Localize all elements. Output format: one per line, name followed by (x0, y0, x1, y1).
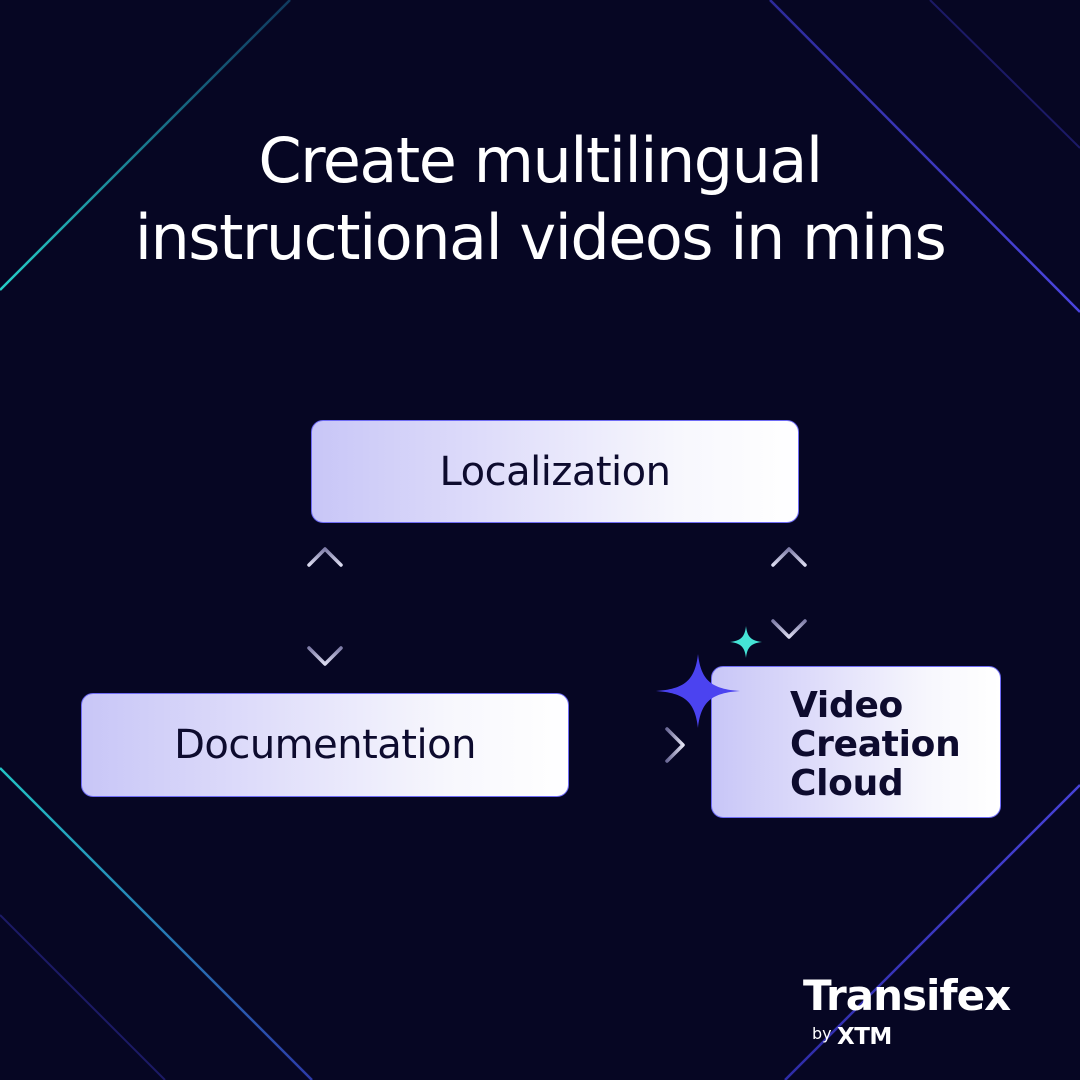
indigo-diagonal-line (784, 784, 1080, 1080)
logo-xtm-wordmark: XTM (837, 1024, 892, 1050)
video-creation-cloud-label-line-3: Cloud (790, 763, 904, 804)
small-sparkle-icon (730, 626, 762, 658)
headline-line-1: Create multilingual (258, 124, 823, 197)
faint-diagonal-line (0, 914, 166, 1080)
headline: Create multilingual instructional videos… (40, 122, 1040, 276)
indigo-diagonal-line (769, 0, 1080, 313)
double-arrow-icon (307, 547, 343, 666)
video-creation-cloud-label-line-1: Video (790, 685, 903, 726)
headline-line-2: instructional videos in mins (134, 201, 947, 274)
logo-by-text: by (812, 1024, 832, 1043)
faint-diagonal-line (929, 0, 1080, 149)
localization-node: Localization (311, 420, 799, 523)
right-arrow-icon (595, 727, 685, 763)
teal-diagonal-line (0, 767, 313, 1080)
localization-label: Localization (439, 448, 671, 495)
documentation-label: Documentation (174, 722, 476, 768)
double-arrow-icon (771, 547, 807, 639)
logo-wordmark: Transifex (803, 971, 1011, 1020)
sparkle-icon (656, 654, 740, 728)
teal-diagonal-line (0, 0, 291, 291)
documentation-node: Documentation (81, 693, 569, 797)
video-creation-cloud-label-line-2: Creation (790, 724, 961, 765)
brand-logo: Transifex by XTM (803, 972, 1043, 1052)
video-creation-cloud-node: Video Creation Cloud (711, 666, 1001, 818)
